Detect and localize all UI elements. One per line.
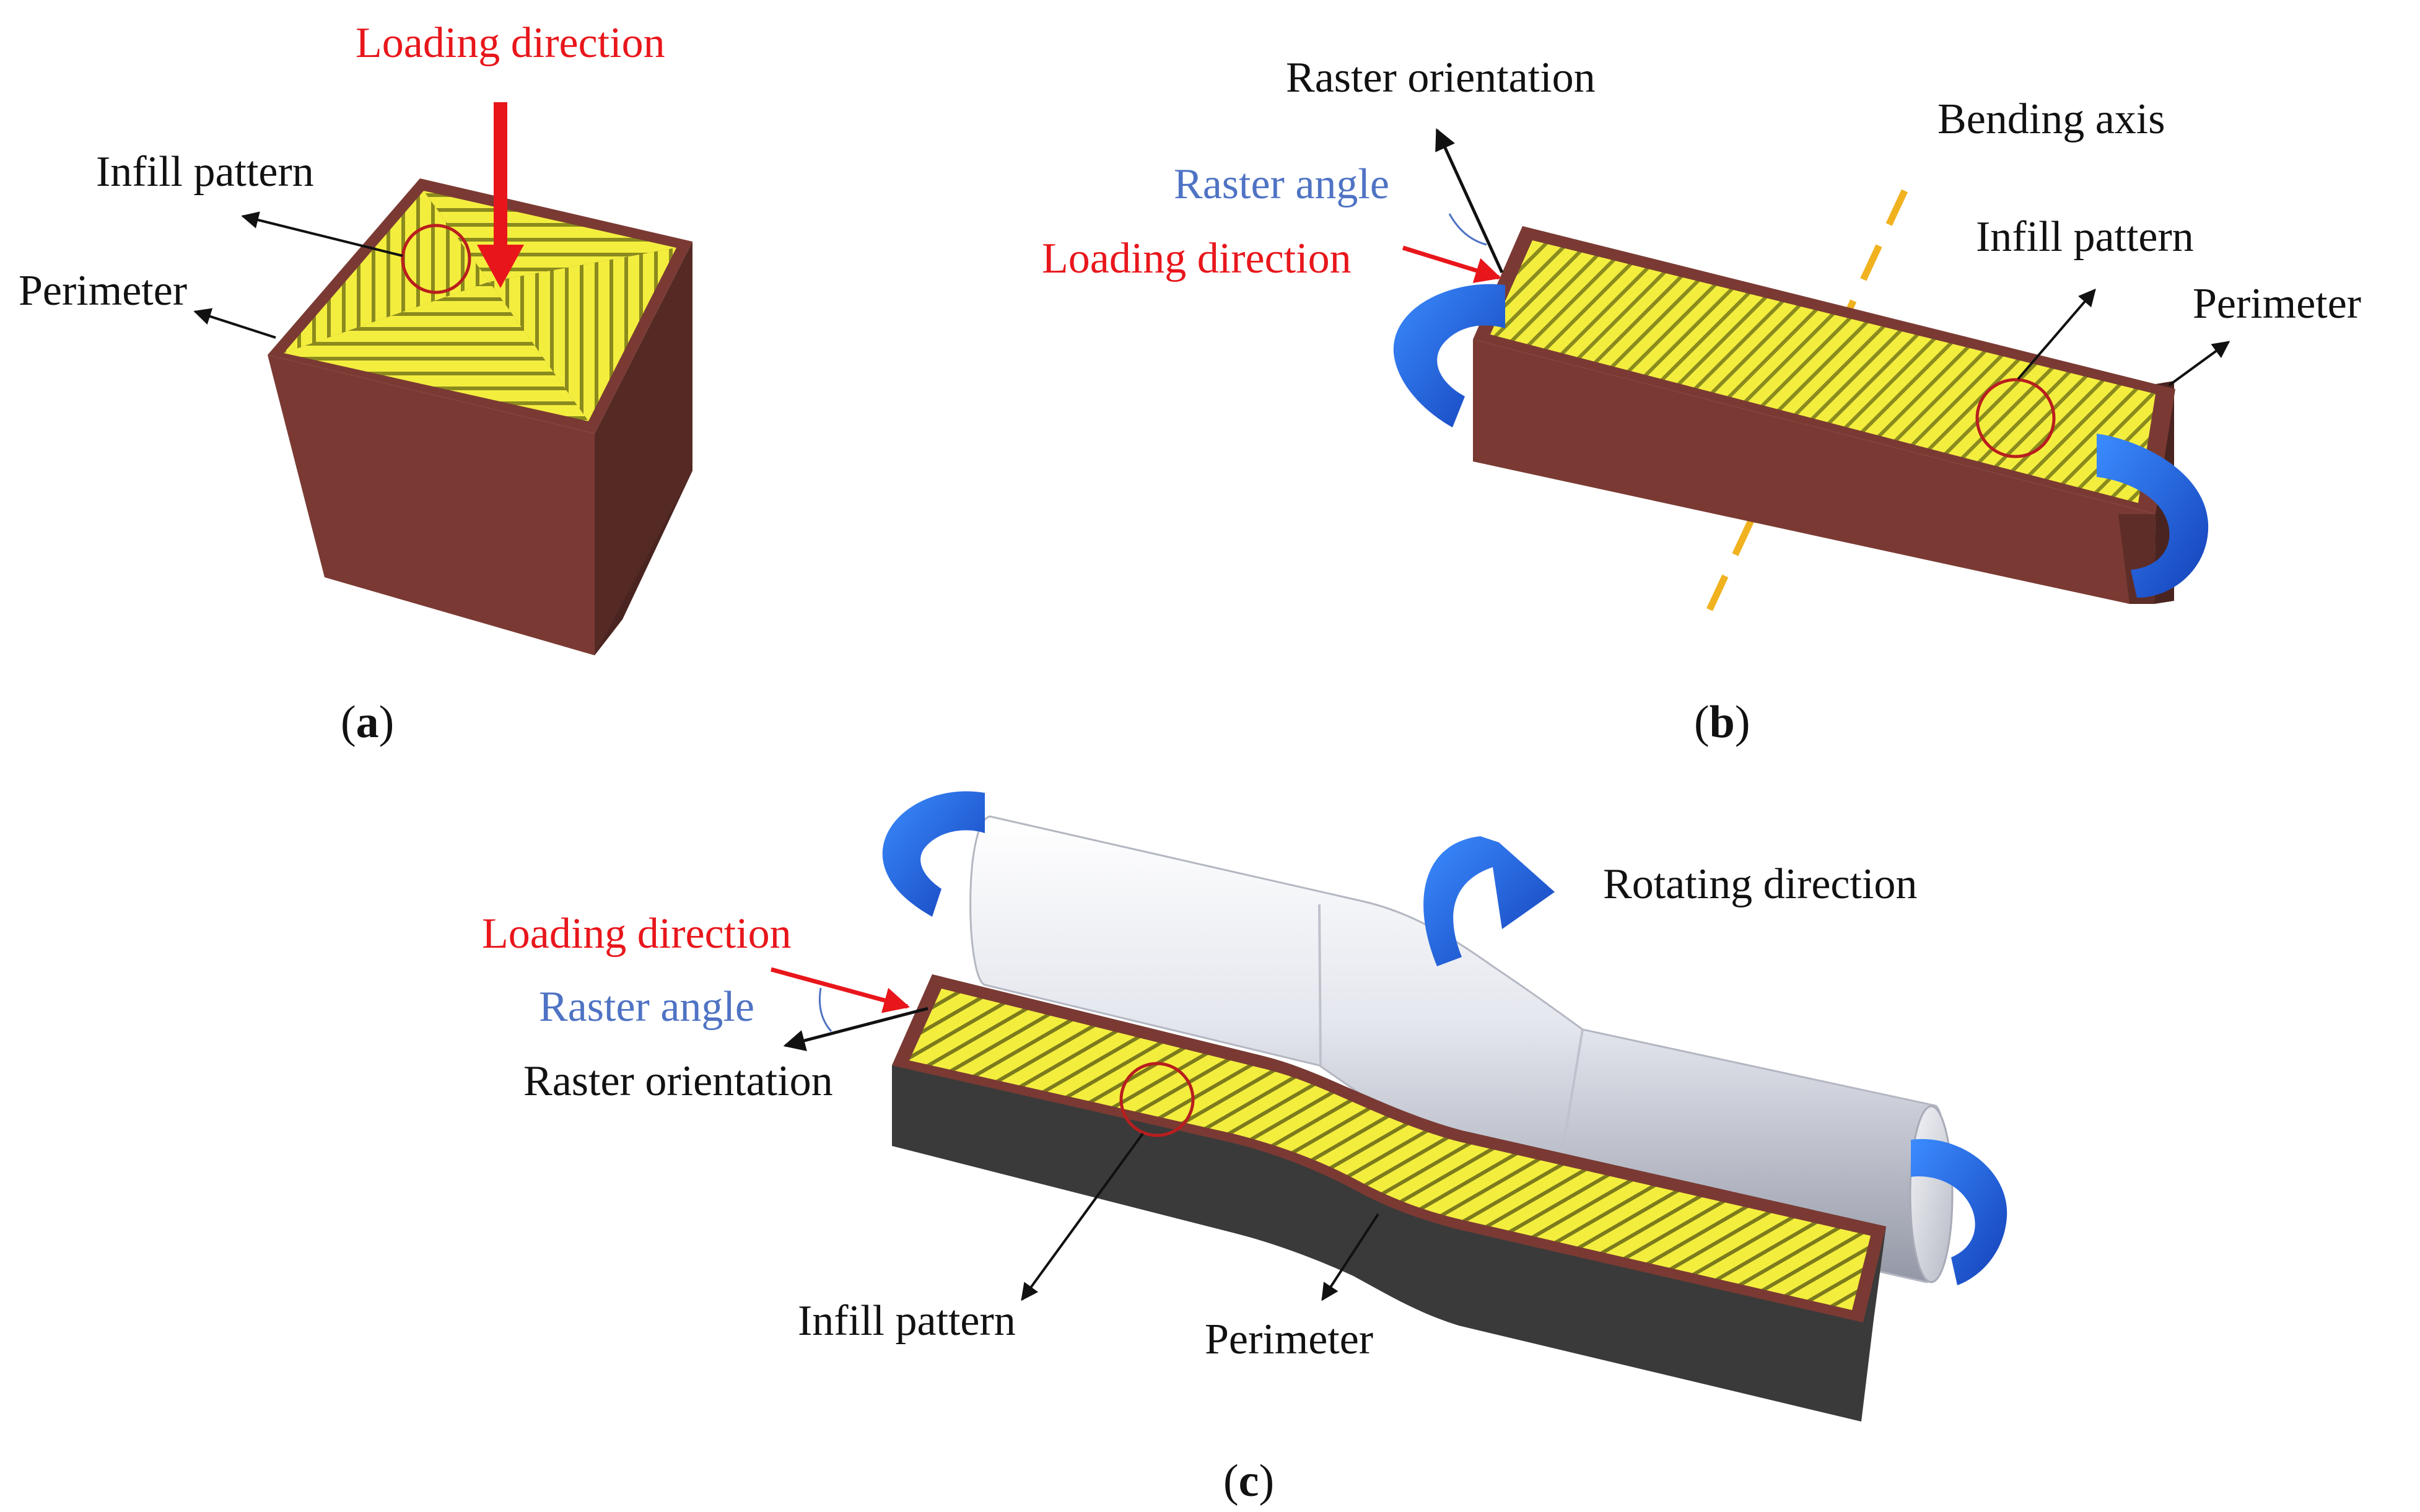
panel-c: Rotating direction Loading direction Ras… <box>482 791 2007 1506</box>
infill-pattern-label-c: Infill pattern <box>798 1297 1016 1345</box>
raster-angle-label: Raster angle <box>1174 160 1389 208</box>
printed-fatigue-specimen <box>892 974 1886 1422</box>
raster-angle-label-c: Raster angle <box>539 983 754 1031</box>
raster-orientation-arrow-c <box>783 1007 928 1051</box>
printed-specimen-infill <box>909 989 1871 1310</box>
rotation-arrow-center <box>1423 836 1555 966</box>
infill-pattern-label: Infill pattern <box>96 148 314 196</box>
panel-b: Raster orientation Bending axis Raster a… <box>1042 54 2361 748</box>
loading-direction-arrow <box>477 102 524 288</box>
infill-detail-circle-b <box>1975 378 2056 458</box>
loading-direction-label: Loading direction <box>356 19 665 67</box>
raster-orientation-label: Raster orientation <box>1286 54 1596 102</box>
cube-infill <box>284 191 676 421</box>
bar-infill <box>1490 240 2156 503</box>
caption-a: (a) <box>341 697 394 748</box>
perimeter-leader-b <box>2168 341 2230 387</box>
raster-angle-arc-c <box>818 987 832 1032</box>
loading-direction-arrow-b <box>1402 245 1502 283</box>
caption-b: (b) <box>1694 697 1750 748</box>
loading-direction-label-b: Loading direction <box>1042 235 1352 282</box>
rotation-arrow-left <box>882 791 985 917</box>
steel-fatigue-specimen <box>969 815 1954 1283</box>
raster-orientation-label-c: Raster orientation <box>523 1057 833 1105</box>
bending-moment-arrow-left <box>1393 284 1505 427</box>
bending-axis-label: Bending axis <box>1937 95 2165 143</box>
perimeter-label: Perimeter <box>19 267 187 315</box>
perimeter-leader-c <box>1321 1213 1379 1301</box>
bending-axis-line <box>1699 189 1908 627</box>
raster-angle-arc <box>1448 213 1487 246</box>
perimeter-leader <box>193 308 276 339</box>
infill-pattern-leader-b <box>2017 288 2096 380</box>
loading-direction-label-c: Loading direction <box>482 910 792 958</box>
rotation-arrow-right <box>1911 1138 2007 1285</box>
infill-detail-circle-c <box>1119 1062 1195 1137</box>
bar-specimen <box>1473 226 2175 604</box>
infill-pattern-leader-c <box>1021 1132 1144 1301</box>
raster-orientation-arrow <box>1435 128 1504 274</box>
infill-pattern-label-b: Infill pattern <box>1976 213 2194 261</box>
panel-a: Loading direction Infill pattern Perimet… <box>19 19 692 748</box>
bending-moment-arrow-right <box>2097 434 2209 598</box>
infill-pattern-leader <box>241 211 403 257</box>
caption-c: (c) <box>1223 1456 1274 1506</box>
cube-specimen <box>268 178 692 655</box>
rotating-direction-label: Rotating direction <box>1603 860 1917 908</box>
perimeter-label-c: Perimeter <box>1205 1316 1373 1363</box>
loading-direction-arrow-c <box>771 967 911 1013</box>
infill-detail-circle <box>401 224 471 294</box>
perimeter-label-b: Perimeter <box>2193 280 2361 328</box>
